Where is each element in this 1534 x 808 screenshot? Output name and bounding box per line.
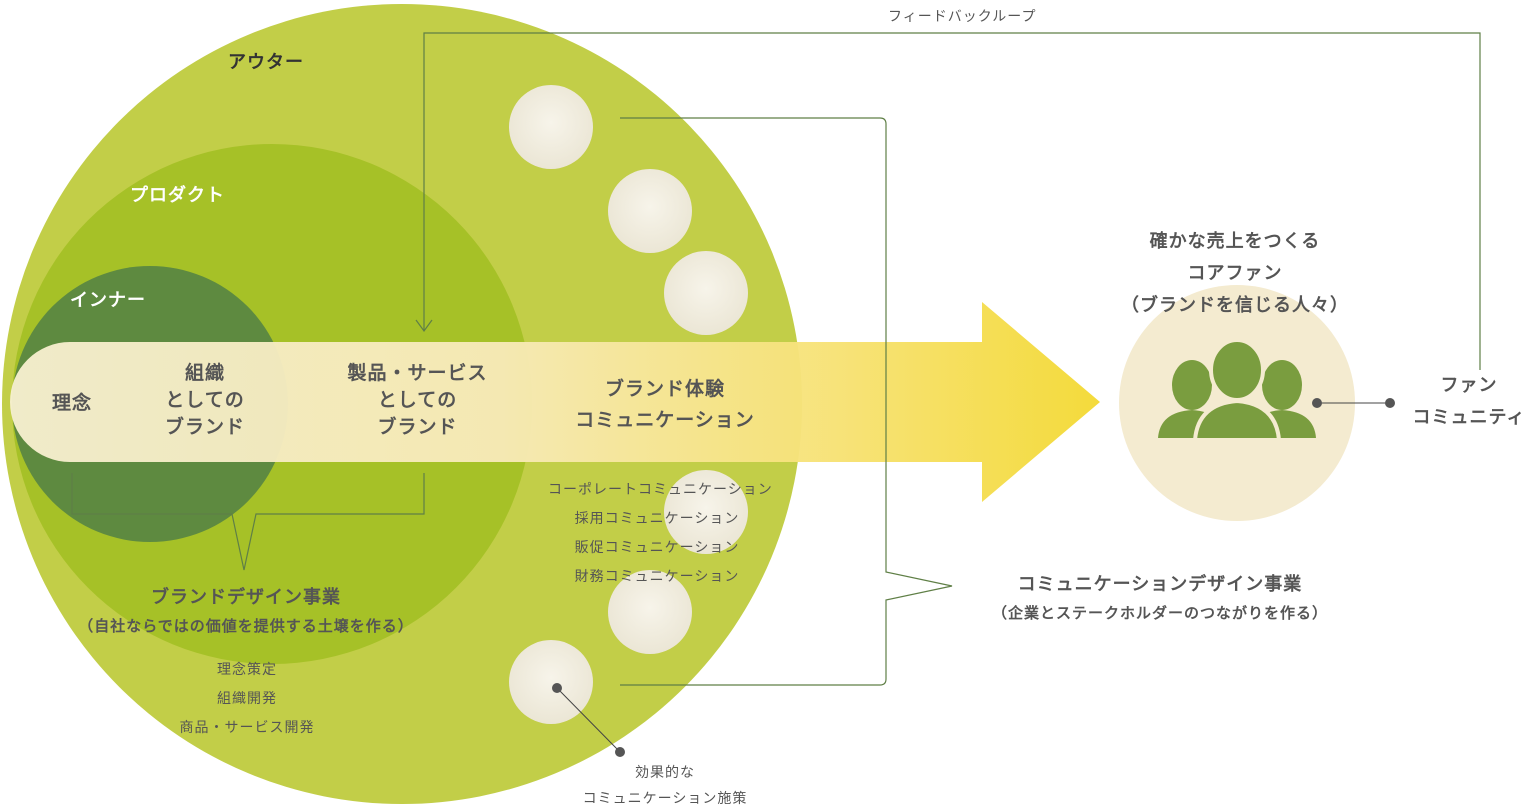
communication-dots [509, 85, 748, 724]
list-item: 商品・サービス開発 [179, 720, 315, 736]
list-item: 販促コミュニケーション [574, 540, 740, 556]
effective-comm-label: 効果的な コミュニケーション施策 [582, 765, 748, 807]
comm-design-bracket [620, 117, 953, 686]
product-label: プロダクト [130, 185, 225, 206]
product-brand-label: 製品・サービス としての ブランド [347, 362, 488, 438]
feedback-loop-line [423, 32, 1481, 370]
brand-experience-label: ブランド体験 コミュニケーション [575, 378, 755, 431]
org-brand-label: 組織 としての ブランド [164, 362, 245, 438]
feedback-arrowhead [415, 319, 433, 333]
people-group-icon [1158, 338, 1316, 442]
effective-pointer-dot [552, 683, 562, 693]
comm-dot [509, 85, 593, 169]
comm-dot [664, 251, 748, 335]
list-item: 組織開発 [217, 691, 277, 707]
brand-design-title: ブランドデザイン事業 [151, 587, 341, 608]
comm-dot [608, 570, 692, 654]
fan-community-label: ファン コミュニティ [1412, 375, 1526, 428]
comm-dot [608, 169, 692, 253]
philosophy-label: 理念 [52, 392, 93, 414]
list-item: 理念策定 [217, 662, 277, 678]
list-item: コーポレートコミュニケーション [548, 482, 773, 498]
core-fan-label: 確かな売上をつくる コアファン （ブランドを信じる人々） [1121, 231, 1349, 316]
outer-label: アウター [228, 52, 304, 73]
brand-arrow [10, 302, 1100, 502]
brand-design-items: 理念策定 組織開発 商品・サービス開発 [147, 656, 347, 743]
communication-list: コーポレートコミュニケーション 採用コミュニケーション 販促コミュニケーション … [548, 476, 773, 592]
effective-pointer-line [556, 687, 621, 753]
brand-design-bracket [71, 473, 425, 571]
brand-design-subtitle: （自社ならではの価値を提供する土壌を作る） [78, 617, 414, 635]
inner-label: インナー [70, 290, 146, 311]
fan-community-dot [1385, 398, 1395, 408]
comm-design-subtitle: （企業とステークホルダーのつながりを作る） [991, 604, 1328, 622]
list-item: 採用コミュニケーション [574, 511, 740, 527]
feedback-loop-label: フィードバックループ [888, 9, 1037, 25]
effective-pointer-dot [615, 747, 625, 757]
list-item: 財務コミュニケーション [574, 569, 740, 585]
comm-dot [664, 470, 748, 554]
comm-design-title: コミュニケーションデザイン事業 [1017, 574, 1303, 595]
fan-community-dot [1312, 398, 1322, 408]
